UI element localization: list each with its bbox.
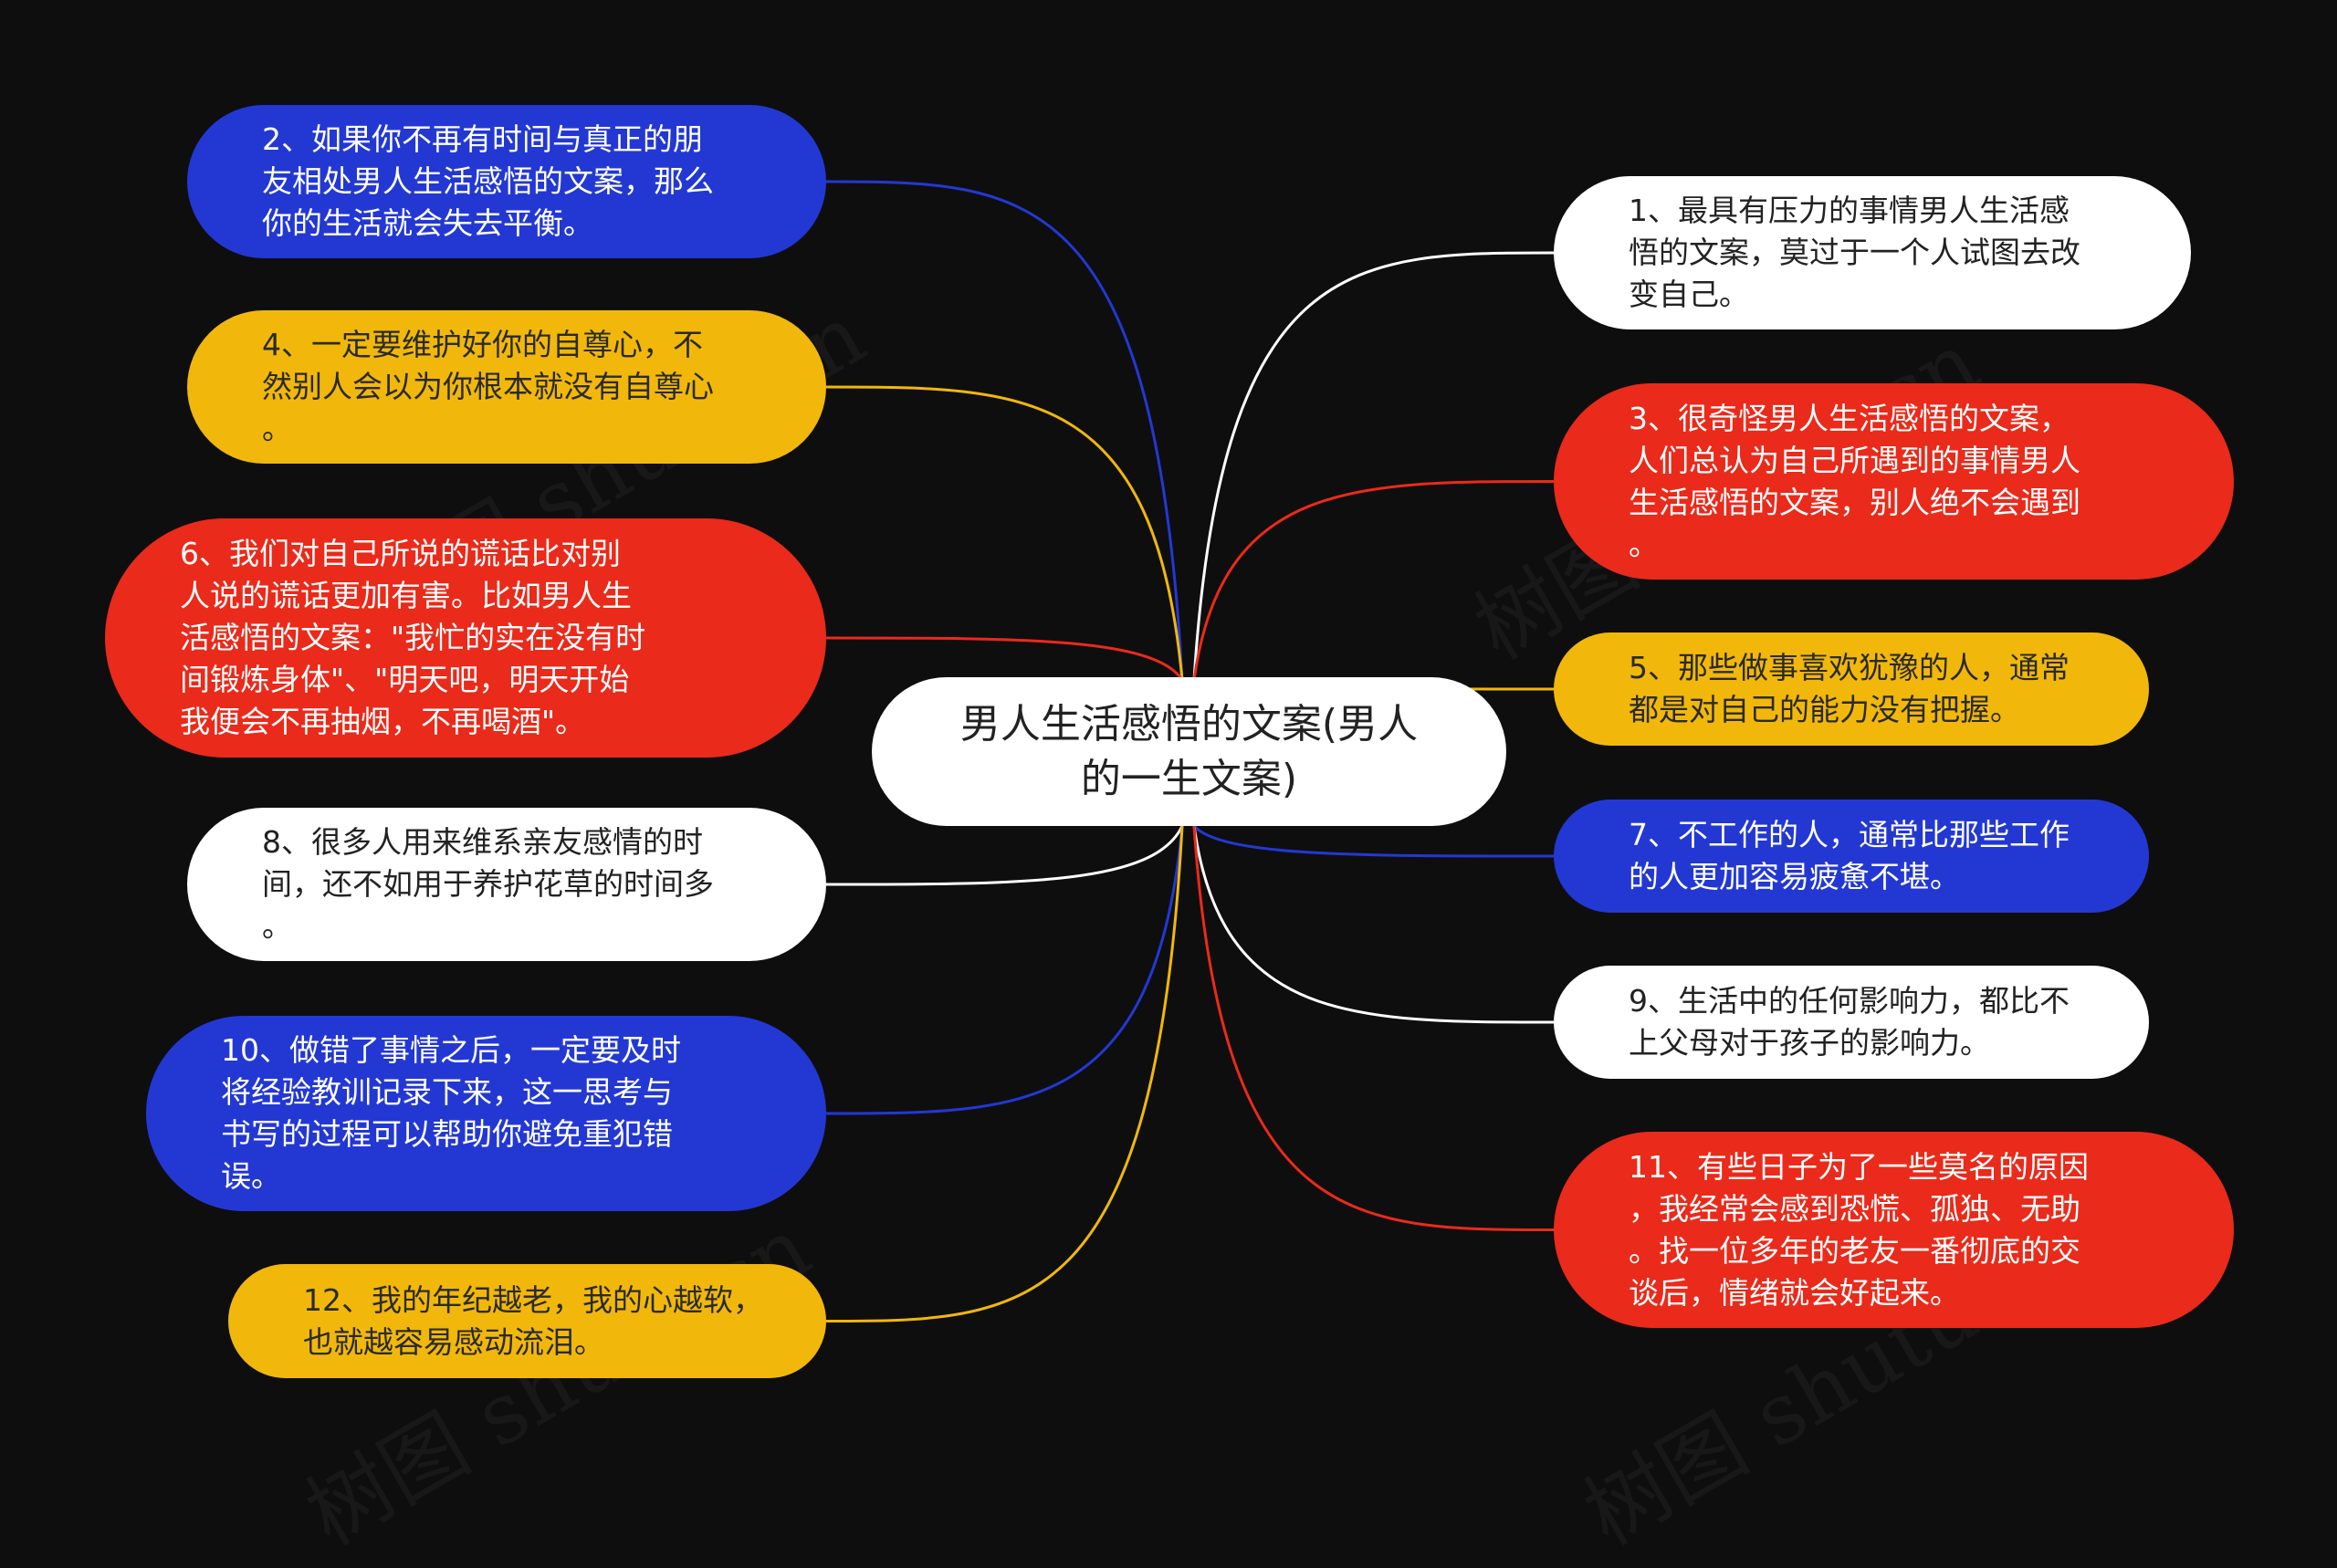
connector-n10 (825, 825, 1184, 1115)
connector-n4 (825, 385, 1184, 681)
connector-n7 (1192, 824, 1555, 858)
topic-node-10[interactable]: 10、做错了事情之后，一定要及时 将经验教训记录下来，这一思考与 书写的过程可以… (146, 1016, 826, 1211)
topic-text: 7、不工作的人，通常比那些工作 的人更加容易疲惫不堪。 (1629, 817, 2070, 894)
topic-node-1[interactable]: 1、最具有压力的事情男人生活感 悟的文案，莫过于一个人试图去改 变自己。 (1554, 176, 2191, 329)
connector-n8 (825, 825, 1184, 886)
topic-text: 8、很多人用来维系亲友感情的时 间，还不如用于养护花草的时间多 。 (262, 824, 714, 944)
topic-text: 5、那些做事喜欢犹豫的人，通常 都是对自己的能力没有把握。 (1629, 650, 2070, 727)
connector-n3 (1192, 480, 1555, 681)
connector-n12 (825, 825, 1184, 1322)
connector-n1 (1192, 251, 1555, 681)
topic-text: 1、最具有压力的事情男人生活感 悟的文案，莫过于一个人试图去改 变自己。 (1629, 193, 2080, 312)
topic-node-7[interactable]: 7、不工作的人，通常比那些工作 的人更加容易疲惫不堪。 (1554, 800, 2149, 913)
topic-node-5[interactable]: 5、那些做事喜欢犹豫的人，通常 都是对自己的能力没有把握。 (1554, 632, 2149, 746)
topic-node-4[interactable]: 4、一定要维护好你的自尊心，不 然别人会以为你根本就没有自尊心 。 (187, 310, 826, 464)
topic-node-11[interactable]: 11、有些日子为了一些莫名的原因 ，我经常会感到恐慌、孤独、无助 。找一位多年的… (1554, 1132, 2234, 1328)
connector-n11 (1192, 825, 1555, 1231)
topic-node-3[interactable]: 3、很奇怪男人生活感悟的文案， 人们总认为自己所遇到的事情男人 生活感悟的文案，… (1554, 383, 2234, 580)
topic-node-6[interactable]: 6、我们对自己所说的谎话比对别 人说的谎话更加有害。比如男人生 活感悟的文案："… (105, 518, 826, 758)
topic-text: 9、生活中的任何影响力，都比不 上父母对于孩子的影响力。 (1629, 983, 2070, 1061)
topic-text: 10、做错了事情之后，一定要及时 将经验教训记录下来，这一思考与 书写的过程可以… (221, 1032, 681, 1194)
topic-node-8[interactable]: 8、很多人用来维系亲友感情的时 间，还不如用于养护花草的时间多 。 (187, 808, 826, 961)
central-topic[interactable]: 男人生活感悟的文案(男人 的一生文案) (872, 677, 1506, 826)
topic-node-12[interactable]: 12、我的年纪越老，我的心越软， 也就越容易感动流泪。 (228, 1264, 826, 1378)
topic-text: 3、很奇怪男人生活感悟的文案， 人们总认为自己所遇到的事情男人 生活感悟的文案，… (1629, 400, 2080, 562)
topic-text: 12、我的年纪越老，我的心越软， 也就越容易感动流泪。 (303, 1281, 763, 1360)
connector-n2 (825, 180, 1184, 681)
connector-n6 (825, 636, 1184, 681)
mind-map-canvas: 树图 shutu.cn 树图 shutu.cn 树图 shutu.cn 树图 s… (105, 105, 2234, 1564)
topic-text: 11、有些日子为了一些莫名的原因 ，我经常会感到恐慌、孤独、无助 。找一位多年的… (1629, 1148, 2089, 1311)
topic-text: 4、一定要维护好你的自尊心，不 然别人会以为你根本就没有自尊心 。 (262, 327, 714, 446)
topic-node-2[interactable]: 2、如果你不再有时间与真正的朋 友相处男人生活感悟的文案，那么 你的生活就会失去… (187, 105, 826, 258)
topic-text: 6、我们对自己所说的谎话比对别 人说的谎话更加有害。比如男人生 活感悟的文案："… (180, 536, 646, 739)
connector-n9 (1192, 825, 1555, 1024)
topic-node-9[interactable]: 9、生活中的任何影响力，都比不 上父母对于孩子的影响力。 (1554, 966, 2149, 1079)
topic-text: 2、如果你不再有时间与真正的朋 友相处男人生活感悟的文案，那么 你的生活就会失去… (262, 121, 714, 241)
